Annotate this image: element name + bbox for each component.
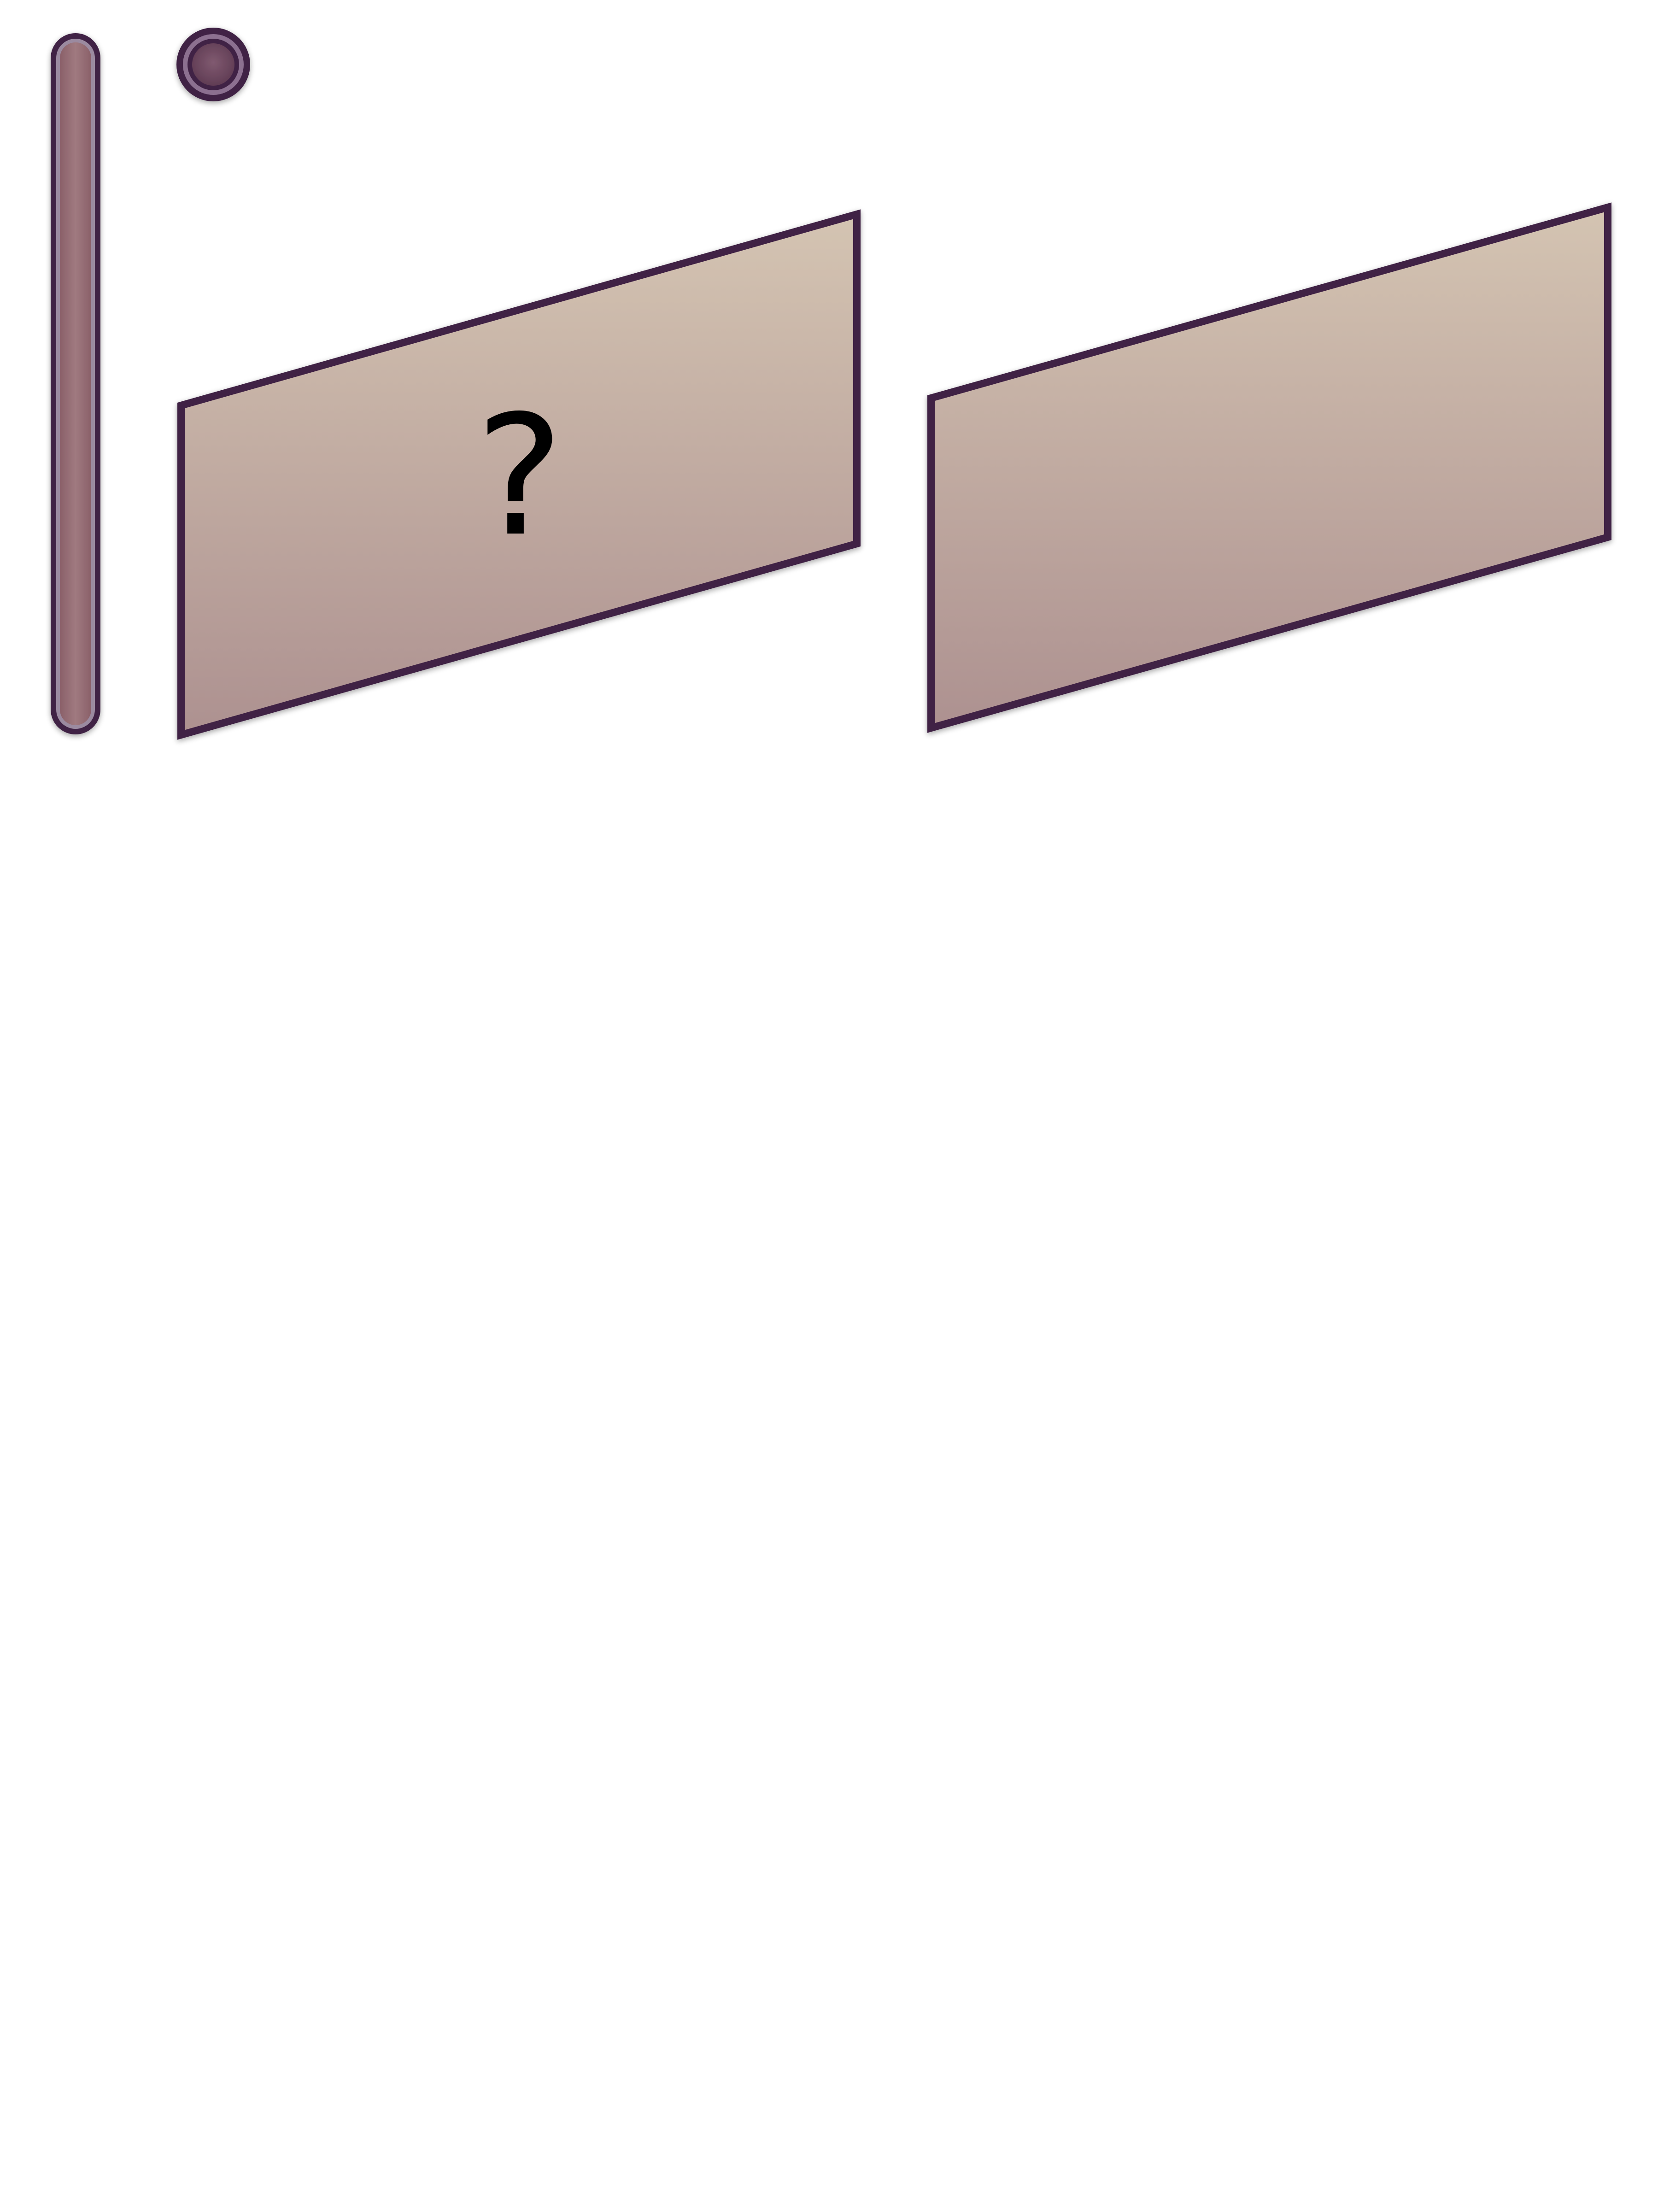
question-mark-label: ? — [475, 380, 563, 573]
slider-track — [51, 33, 100, 734]
card-right — [927, 202, 1611, 733]
circle-knob-icon — [192, 43, 234, 86]
card-left: ? — [177, 209, 861, 740]
card-left-shape — [177, 209, 861, 740]
card-right-shape — [927, 202, 1611, 733]
slider-track-fill — [60, 42, 91, 725]
slider-knob — [176, 28, 250, 101]
